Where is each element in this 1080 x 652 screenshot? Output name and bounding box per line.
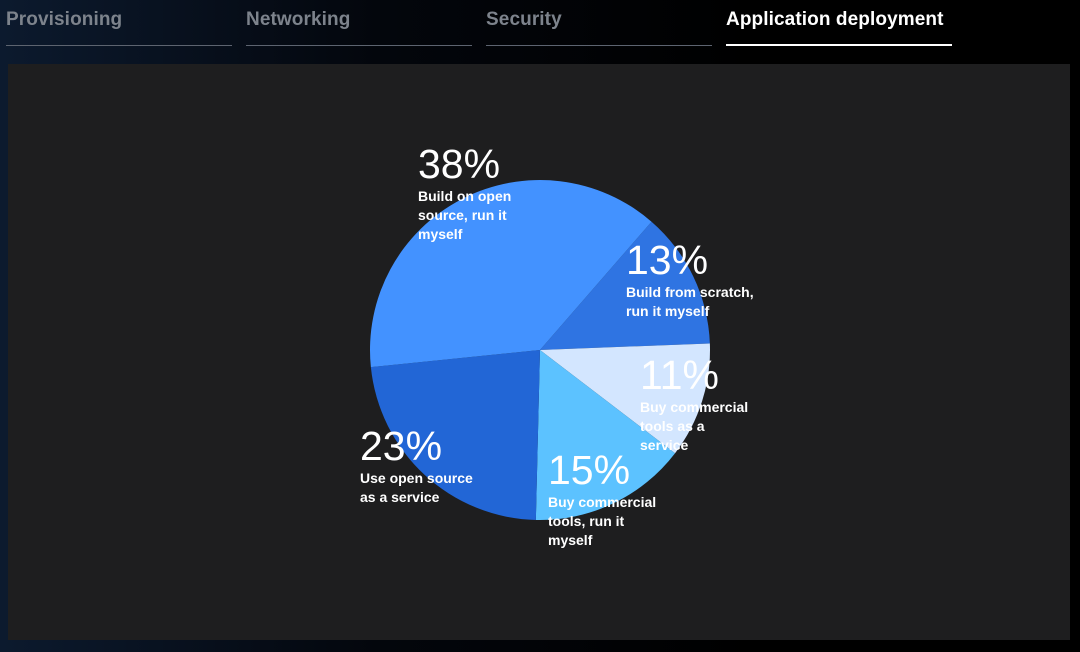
tab-security-label: Security: [486, 9, 562, 30]
category-label: Buy commercial: [548, 494, 656, 510]
slice-open-source-service: [370, 350, 540, 520]
category-label: Build from scratch,: [626, 284, 754, 300]
category-label: Use open source: [360, 470, 473, 486]
tab-provisioning-label: Provisioning: [6, 9, 123, 30]
tab-security[interactable]: Security: [486, 8, 712, 46]
pie-slices: [369, 180, 710, 521]
tab-provisioning[interactable]: Provisioning: [6, 8, 232, 46]
slice-open-source-self-run-label: 38%Build on open source, run it myself: [418, 141, 511, 242]
tab-application-deployment-label: Application deployment: [726, 9, 944, 30]
slice-commercial-self-run: [535, 350, 676, 521]
percent-label: 13%: [626, 237, 708, 283]
slice-build-from-scratch: [540, 221, 710, 350]
category-label: as a service: [360, 489, 440, 505]
category-label: Build on open: [418, 188, 511, 204]
percent-label: 23%: [360, 423, 442, 469]
tab-application-deployment[interactable]: Application deployment: [726, 8, 952, 46]
pie-chart: 13%Build from scratch,run it myself11%Bu…: [360, 141, 754, 548]
category-label: source, run it: [418, 207, 507, 223]
category-label: myself: [418, 226, 463, 242]
category-label: service: [640, 437, 688, 453]
category-label: Buy commercial: [640, 399, 748, 415]
slice-commercial-service: [540, 343, 710, 454]
percent-label: 38%: [418, 141, 500, 187]
tab-networking-label: Networking: [246, 9, 351, 30]
slice-open-source-self-run: [369, 180, 652, 368]
tab-bar: Provisioning Networking Security Applica…: [0, 0, 1080, 50]
percent-label: 11%: [640, 352, 719, 398]
category-label: tools, run it: [548, 513, 625, 529]
slice-commercial-self-run-label: 15%Buy commercial tools, run it myself: [548, 447, 656, 548]
slice-build-from-scratch-label: 13%Build from scratch, run it myself: [626, 237, 754, 319]
tab-networking[interactable]: Networking: [246, 8, 472, 46]
pie-labels: 13%Build from scratch,run it myself11%Bu…: [360, 141, 754, 548]
percent-label: 15%: [548, 447, 630, 493]
slice-commercial-service-label: 11%Buy commercial tools as a service: [640, 352, 748, 453]
slice-open-source-service-label: 23%Use open source as a service: [360, 423, 473, 505]
category-label: myself: [548, 532, 593, 548]
category-label: run it myself: [626, 303, 710, 319]
category-label: tools as a: [640, 418, 705, 434]
